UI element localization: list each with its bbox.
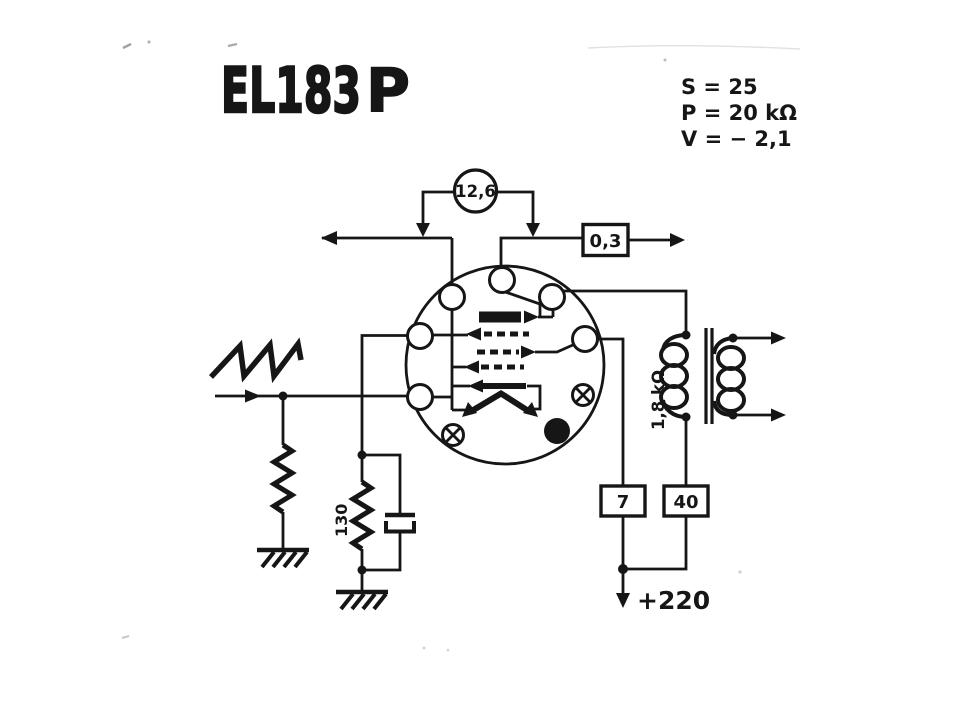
- arrowhead-left-icon: [468, 379, 483, 393]
- heater-current-label: 0,3: [590, 231, 622, 252]
- arrowhead-left-icon: [464, 360, 479, 374]
- tube-socket: [404, 264, 606, 466]
- shield-pin-icon: [571, 383, 595, 407]
- primary-winding: [659, 342, 689, 368]
- wire: [496, 190, 535, 226]
- speck: [663, 58, 667, 62]
- sawtooth-waveform-icon: [208, 337, 304, 384]
- arrowhead-right-icon: [521, 345, 536, 359]
- arrowhead-right-icon: [771, 408, 786, 422]
- speck: [122, 42, 132, 50]
- cathode-resistor-label: 130: [332, 504, 351, 537]
- anode-wire: [563, 289, 688, 333]
- arrowhead-down-icon: [416, 223, 430, 237]
- wire: [362, 453, 402, 513]
- heater-current-box: [581, 222, 630, 258]
- tube-pin: [438, 283, 466, 311]
- title-tube-type: EL183: [221, 54, 361, 127]
- arrowhead-right-icon: [524, 310, 539, 324]
- tube-pin: [538, 283, 566, 311]
- heater-filament-chevron: [468, 389, 532, 415]
- anode-current-box: [662, 484, 710, 518]
- output-transformer: 1,8 kΩ: [563, 289, 786, 430]
- scan-artifacts: [121, 40, 801, 652]
- shield-pin-cross: [574, 386, 592, 404]
- speck: [121, 635, 130, 639]
- supply-voltage-label: +220: [637, 586, 710, 615]
- ground-icon: [257, 547, 309, 569]
- socket-index-dot: [544, 418, 570, 444]
- heater-voltage-label: 12,6: [455, 182, 496, 201]
- ground-icon: [336, 589, 388, 611]
- supply-section: 7 40 +220: [597, 337, 710, 615]
- tube-pin: [406, 322, 434, 350]
- cathode-resistor: [348, 479, 376, 552]
- primary-load-label: 1,8 kΩ: [649, 370, 668, 430]
- speck: [147, 40, 151, 44]
- tube-pin: [488, 266, 516, 294]
- secondary-winding: [716, 387, 746, 413]
- arrowhead-right-icon: [245, 389, 261, 403]
- speck: [422, 646, 426, 650]
- arrowhead-down-icon: [616, 593, 630, 608]
- wire: [453, 384, 542, 411]
- screen-wire: [597, 337, 625, 486]
- wire: [499, 236, 583, 268]
- title-variant: P: [366, 56, 410, 126]
- arrowhead-icon: [523, 402, 538, 417]
- title: EL183 P: [220, 53, 411, 128]
- tube-pin: [571, 325, 599, 353]
- grid-resistor: [269, 442, 297, 515]
- ground-hatch: [260, 550, 309, 569]
- tube-pin: [406, 383, 434, 411]
- speck: [227, 42, 238, 48]
- speck: [587, 45, 801, 50]
- anode-plate: [479, 311, 521, 323]
- junction-dot: [357, 565, 367, 575]
- parameter-plate-resistance: P = 20 kΩ: [681, 101, 797, 125]
- arrowhead-left-icon: [466, 327, 481, 341]
- screen-current-box: [599, 484, 647, 518]
- anode-current-label: 40: [673, 492, 698, 513]
- parameter-transconductance: S = 25: [681, 75, 758, 99]
- parameters-block: S = 25 P = 20 kΩ V = − 2,1: [681, 75, 797, 151]
- shield-pin-icon: [441, 423, 465, 447]
- primary-winding: [659, 384, 689, 410]
- wire: [360, 334, 407, 455]
- parameter-grid-voltage: V = − 2,1: [681, 127, 792, 151]
- speck: [738, 570, 742, 574]
- shield-pin-cross: [444, 426, 462, 444]
- arrowhead-icon: [462, 402, 477, 417]
- arrowhead-right-icon: [771, 331, 786, 345]
- wire: [421, 190, 455, 226]
- heater-voltage-circle: [452, 168, 499, 214]
- speck: [446, 648, 450, 652]
- wire: [432, 309, 466, 412]
- capacitor-curved-plate: [384, 521, 416, 534]
- winding-hook: [712, 336, 734, 355]
- arrowhead-right-icon: [670, 233, 685, 247]
- transformer-core: [704, 328, 714, 424]
- input-section: [208, 337, 407, 569]
- wire: [535, 343, 575, 354]
- cathode-network: 130: [332, 334, 416, 611]
- secondary-winding: [716, 366, 746, 392]
- ground-hatch: [339, 592, 388, 611]
- wire: [621, 516, 688, 571]
- secondary-winding: [716, 345, 746, 371]
- tube-envelope-circle: [404, 264, 606, 466]
- bypass-capacitor: [384, 512, 416, 534]
- wire: [362, 531, 402, 572]
- arrowhead-left-icon: [321, 231, 337, 245]
- screen-current-label: 7: [617, 492, 630, 513]
- arrowhead-down-icon: [526, 223, 540, 237]
- heater-supply: 12,6 0,3: [321, 168, 685, 285]
